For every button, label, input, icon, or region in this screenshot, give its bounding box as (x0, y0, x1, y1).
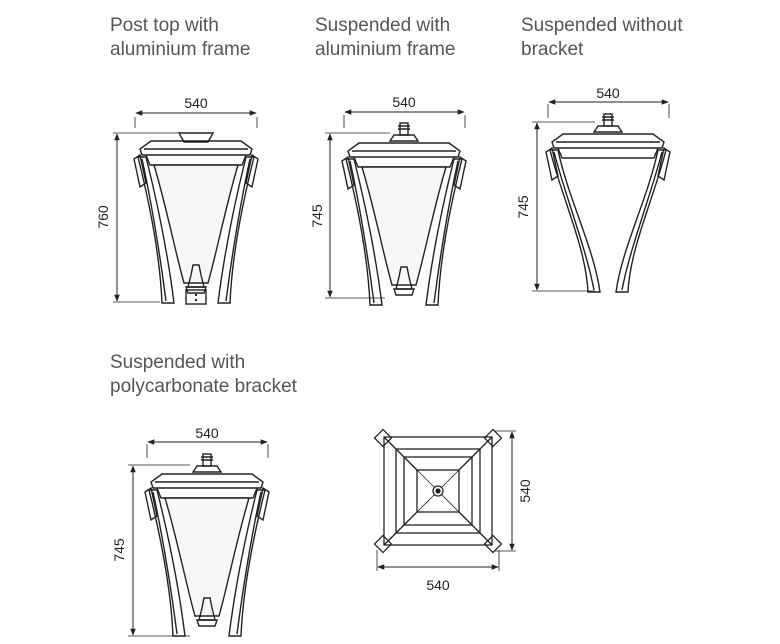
caption-line: aluminium frame (315, 39, 456, 60)
width-label: 540 (426, 577, 450, 593)
depth-label: 540 (517, 479, 533, 503)
dimension-width-3: 540 (547, 85, 670, 118)
caption-suspended-no-bracket: Suspended without bracket (521, 14, 683, 62)
caption-line: Suspended with (315, 15, 451, 36)
dimension-height-1: 760 (95, 132, 180, 303)
caption-line: Post top with (110, 15, 219, 36)
caption-line: bracket (521, 39, 584, 60)
lantern-top-view (373, 428, 503, 554)
lantern-post-top (133, 132, 259, 305)
height-label: 745 (309, 204, 325, 228)
dimension-width-1: 540 (134, 95, 258, 128)
width-label: 540 (392, 94, 416, 110)
dimension-width-4: 540 (146, 425, 269, 458)
caption-suspended-polycarbonate: Suspended with polycarbonate bracket (110, 351, 297, 399)
lantern-suspended-polycarbonate (144, 453, 270, 637)
dimension-height-4: 745 (111, 464, 190, 637)
height-label: 745 (515, 195, 531, 219)
caption-post-top: Post top with aluminium frame (110, 14, 250, 62)
dimension-height-3: 745 (515, 121, 595, 292)
dimension-height-2: 745 (309, 132, 390, 299)
dimension-width-2: 540 (343, 94, 466, 128)
height-label: 760 (95, 205, 111, 229)
caption-line: aluminium frame (110, 39, 251, 60)
caption-line: Suspended without (521, 15, 683, 36)
width-label: 540 (195, 425, 219, 441)
caption-line: Suspended with (110, 352, 246, 373)
dimension-depth-top: 540 (495, 430, 533, 552)
width-label: 540 (184, 95, 208, 111)
width-label: 540 (596, 85, 620, 101)
dimension-width-top: 540 (376, 550, 500, 593)
lantern-suspended-aluminium (341, 122, 467, 306)
caption-line: polycarbonate bracket (110, 376, 297, 397)
lantern-suspended-no-bracket (545, 113, 671, 293)
caption-suspended-aluminium: Suspended with aluminium frame (315, 14, 455, 62)
height-label: 745 (111, 538, 127, 562)
